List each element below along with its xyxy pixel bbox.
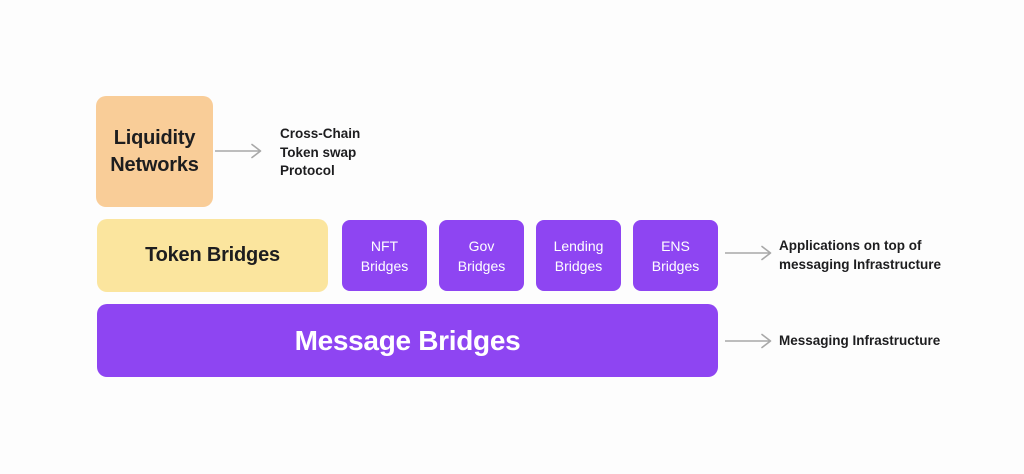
- messaging-annotation-label: Messaging Infrastructure: [779, 333, 941, 348]
- liquidity-annotation-line2: Token swap: [280, 144, 357, 160]
- nft-bridges-label-line2: Bridges: [360, 257, 409, 274]
- liquidity-annotation-line1: Cross-Chain: [280, 126, 361, 141]
- token-bridges-box: Token Bridges: [97, 219, 328, 292]
- ens-bridges-box: ENS Bridges: [633, 220, 718, 291]
- message-bridges-label: Message Bridges: [294, 324, 521, 356]
- right-arrow-icon: [725, 333, 772, 349]
- liquidity-networks-label-line1: Liquidity: [113, 126, 196, 149]
- gov-bridges-label-line1: Gov: [468, 237, 495, 254]
- ens-bridges-label-line1: ENS: [661, 237, 690, 254]
- liquidity-networks-label-line2: Networks: [110, 153, 199, 176]
- nft-bridges-label-line1: NFT: [370, 237, 399, 254]
- liquidity-networks-box: Liquidity Networks: [96, 96, 213, 207]
- gov-bridges-box: Gov Bridges: [439, 220, 524, 291]
- messaging-annotation: Messaging Infrastructure: [779, 332, 940, 351]
- lending-bridges-box: Lending Bridges: [536, 220, 621, 291]
- lending-bridges-label-line2: Bridges: [554, 257, 603, 274]
- ens-bridges-label-line2: Bridges: [651, 257, 700, 274]
- applications-annotation: Applications on top of messaging Infrast…: [779, 237, 941, 274]
- message-bridges-box: Message Bridges: [97, 304, 718, 377]
- right-arrow-icon: [215, 143, 262, 159]
- liquidity-annotation-line3: Protocol: [280, 163, 335, 178]
- lending-bridges-label-line1: Lending: [553, 237, 604, 254]
- nft-bridges-box: NFT Bridges: [342, 220, 427, 291]
- gov-bridges-label-line2: Bridges: [457, 257, 506, 274]
- applications-annotation-line2: messaging Infrastructure: [779, 256, 942, 272]
- token-bridges-label: Token Bridges: [145, 244, 280, 266]
- applications-annotation-line1: Applications on top of: [779, 238, 922, 253]
- liquidity-annotation: Cross-Chain Token swap Protocol: [280, 125, 360, 181]
- right-arrow-icon: [725, 245, 772, 261]
